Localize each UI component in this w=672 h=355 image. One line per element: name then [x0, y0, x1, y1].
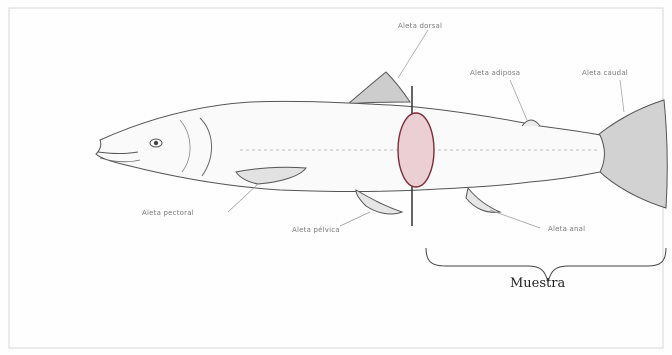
dorsal-fin — [348, 72, 410, 104]
pectoral-leader — [228, 184, 258, 212]
caudal-leader — [620, 80, 624, 112]
dorsal-leader — [398, 30, 428, 78]
adipose-leader — [510, 80, 527, 120]
label-dorsal-fin: Aleta dorsal — [398, 22, 442, 30]
adipose-fin — [522, 120, 540, 126]
pelvic-fin — [356, 190, 402, 214]
label-adipose-fin: Aleta adiposa — [470, 69, 520, 77]
fish-body — [96, 101, 605, 191]
caudal-fin — [598, 100, 667, 208]
anal-leader — [490, 210, 540, 228]
label-anal-fin: Aleta anal — [548, 225, 585, 233]
label-pectoral-fin: Aleta pectoral — [142, 209, 194, 217]
label-pelvic-fin: Aleta pélvica — [292, 226, 340, 234]
pelvic-leader — [340, 212, 370, 226]
label-sample: Muestra — [510, 276, 565, 291]
eye-pupil — [154, 141, 158, 145]
label-caudal-fin: Aleta caudal — [582, 69, 628, 77]
anal-fin — [466, 188, 500, 212]
cross-section — [398, 113, 434, 187]
